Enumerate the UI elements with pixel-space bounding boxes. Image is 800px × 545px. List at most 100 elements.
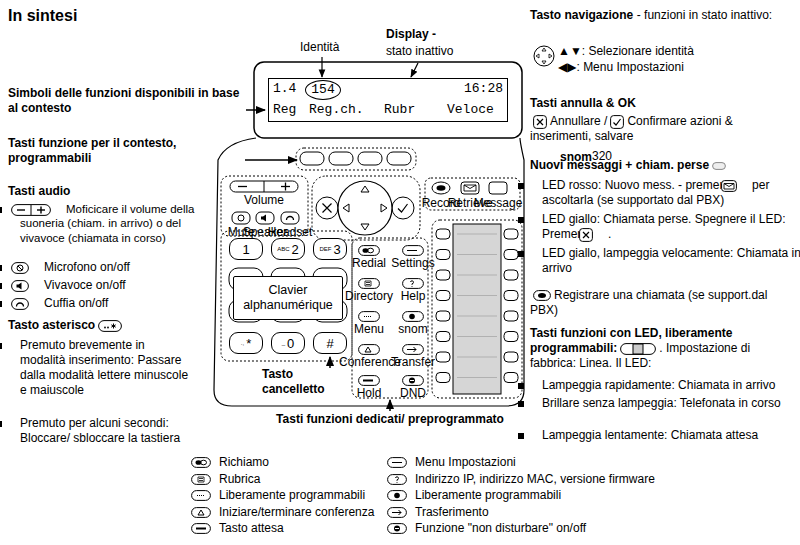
phone-body: [214, 138, 524, 406]
function-key: [359, 279, 380, 289]
key-icon-graphic: [533, 115, 547, 129]
bullet: [530, 383, 536, 389]
label-text: Message: [474, 196, 523, 210]
legend-text: Trasferimento: [415, 505, 489, 520]
key-icon-graphic: [191, 490, 211, 501]
drawing-rect: [359, 376, 380, 386]
key-icon-graphic: [518, 251, 524, 257]
label-text: Lampeggia rapidamente: Chiamata in arriv…: [542, 378, 775, 392]
label-text: LED giallo, lampeggia velocamente: Chiam…: [542, 246, 800, 275]
legend-swatch: [191, 523, 211, 534]
legend-text: Rubrica: [219, 472, 260, 487]
label-text: Nuovi messaggi + chiam. perse: [530, 158, 709, 172]
label-text: ▲▼: Selezionare identità: [558, 44, 694, 58]
led-keys: [436, 229, 518, 383]
label-text: Display -: [386, 27, 436, 41]
node-text: Reg: [273, 102, 296, 118]
led-key: [436, 373, 450, 383]
legend-text: Liberamente programmabili: [219, 488, 365, 503]
text-block: Premuto brevemente in modalità inserimen…: [8, 338, 192, 398]
label-text: Help: [401, 289, 426, 303]
function-key: [403, 345, 424, 355]
label-text: LED rosso: Nuovo mess. - premere: [542, 178, 730, 192]
text-block: ▲▼: Selezionare identità: [558, 44, 796, 59]
key-icon: [610, 115, 624, 129]
text-block: Display -: [386, 27, 436, 42]
strip-line: [457, 275, 497, 276]
label-text: Tasti funzioni dedicati/ preprogrammato: [276, 412, 504, 426]
key-icon-graphic: [11, 280, 29, 292]
led-key: [436, 270, 450, 280]
key-icon-graphic: [518, 217, 524, 223]
text-block: Hold: [339, 387, 399, 400]
softkey: [358, 152, 382, 165]
legend-swatch: [191, 474, 211, 485]
led-key: [436, 311, 450, 321]
text-block: Menu: [339, 323, 399, 336]
led-key: [436, 291, 450, 301]
legend-text: Richiamo: [219, 455, 269, 470]
legend-row: Liberamente programmabili: [384, 488, 561, 503]
label-text: Redial: [352, 256, 386, 270]
key-icon-graphic: [11, 298, 29, 310]
legend-swatch: [387, 523, 407, 534]
legend-text: Menu Impostazioni: [415, 455, 516, 470]
legend-swatch: [387, 474, 407, 485]
drawing-rect: [359, 279, 380, 289]
node-text: 3: [333, 242, 340, 257]
label-text: Vivavoce on/off: [44, 278, 126, 292]
led-key: [504, 229, 518, 239]
label-text: Transfer: [391, 355, 435, 369]
key-icon-graphic: [533, 290, 551, 301]
drawing-path: [363, 380, 373, 382]
legend-swatch: [191, 457, 211, 468]
led-key: [504, 311, 518, 321]
label-text: Settings: [391, 256, 434, 270]
key-icon-graphic: [721, 180, 737, 192]
key-icon-graphic: [191, 523, 211, 534]
node-text: 2: [292, 242, 299, 257]
legend-swatch: [387, 507, 407, 518]
strip-line: [457, 295, 497, 296]
text-block: Help: [383, 290, 443, 303]
text-block: Directory: [339, 290, 399, 303]
drawing-rect: [359, 312, 380, 322]
mute-key: [232, 212, 250, 224]
drawing-ellipse: [368, 248, 374, 253]
key-icon: [591, 228, 605, 242]
leader-arrow: [389, 400, 391, 411]
keypad-group: [221, 231, 352, 361]
text-block: Registrare una chiamata (se support.dal …: [530, 288, 795, 318]
volume-key: [230, 181, 298, 192]
headset-key: [281, 212, 299, 224]
function-key: [359, 345, 380, 355]
node-text: Veloce: [447, 102, 494, 118]
drawing-rect: [403, 246, 424, 256]
key-icon-graphic: [191, 457, 211, 468]
drawing-path: [364, 316, 372, 317]
label-text: Tasto navigazione: [530, 8, 633, 22]
text-block: Conference: [339, 356, 399, 369]
drawing-line: [238, 186, 247, 187]
leader-arrow: [245, 159, 297, 161]
key-icon-graphic: [0, 421, 2, 427]
strip-line: [457, 377, 497, 378]
label-text: Cuffia on/off: [44, 296, 108, 310]
label-strip: [453, 224, 501, 394]
key-icon-graphic: [533, 45, 555, 67]
key-icon-graphic: [0, 265, 2, 271]
key-icon: [98, 320, 122, 332]
strip-line: [457, 234, 497, 235]
key-icon-graphic: [191, 474, 211, 485]
drawing-rect: [359, 246, 380, 256]
node-text: Rubr: [384, 102, 415, 118]
drawing-circle: [409, 378, 415, 384]
drawing-path: [343, 186, 387, 230]
drawing-rect: [403, 345, 424, 355]
legend-text: Funzione "non disturbare" on/off: [415, 521, 586, 536]
led-key: [504, 352, 518, 362]
label-text: ◀▶: Menu Impostazioni: [558, 60, 684, 74]
label-text: Volume: [244, 193, 284, 207]
text-block: ◀▶: Menu Impostazioni: [558, 60, 796, 75]
text-block: Vivavoce on/off: [8, 278, 126, 293]
